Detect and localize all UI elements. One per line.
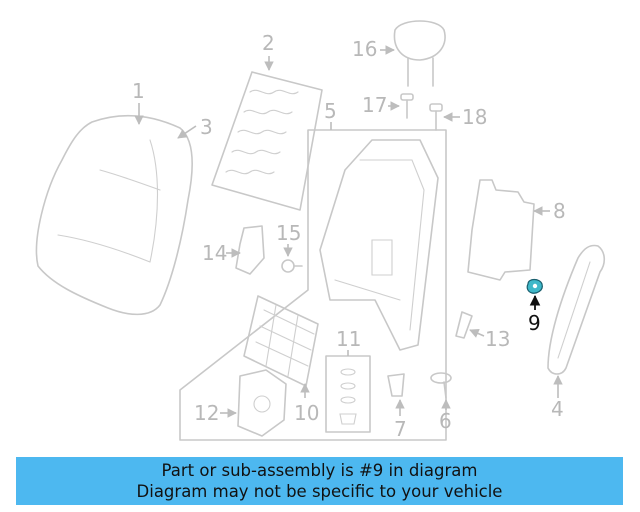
clip-part-7 xyxy=(387,373,405,397)
seat-back-frame xyxy=(319,139,439,351)
banner-line-1: Part or sub-assembly is #9 in diagram xyxy=(161,461,478,480)
banner-line-2: Diagram may not be specific to your vehi… xyxy=(136,482,503,501)
callout-5: 5 xyxy=(324,99,337,130)
svg-text:5: 5 xyxy=(324,99,337,123)
headrest-guide-18 xyxy=(429,103,443,131)
seat-heater-pad xyxy=(211,71,323,211)
mechanism-part-12 xyxy=(237,369,287,437)
svg-text:1: 1 xyxy=(132,79,145,103)
svg-text:11: 11 xyxy=(336,327,361,351)
callout-14: 14 xyxy=(202,241,241,265)
svg-text:14: 14 xyxy=(202,241,227,265)
spring-mat xyxy=(243,295,319,387)
info-banner: Part or sub-assembly is #9 in diagram Di… xyxy=(16,457,623,505)
headrest xyxy=(393,20,446,87)
svg-text:17: 17 xyxy=(362,93,387,117)
callout-2: 2 xyxy=(262,31,275,71)
svg-text:6: 6 xyxy=(439,409,452,433)
svg-text:12: 12 xyxy=(194,401,219,425)
svg-text:3: 3 xyxy=(200,115,213,139)
seat-back-cover xyxy=(35,114,193,316)
svg-text:8: 8 xyxy=(553,199,566,223)
callout-1: 1 xyxy=(132,79,145,125)
back-board xyxy=(467,179,535,281)
callout-11: 11 xyxy=(336,327,361,356)
callout-6: 6 xyxy=(439,399,452,433)
svg-text:10: 10 xyxy=(294,401,319,425)
svg-text:4: 4 xyxy=(551,397,564,421)
callout-9: 9 xyxy=(528,294,541,335)
side-trim xyxy=(547,244,606,375)
svg-text:16: 16 xyxy=(352,37,377,61)
svg-text:2: 2 xyxy=(262,31,275,55)
parts-diagram: 1 3 2 5 16 xyxy=(35,20,606,441)
callout-18: 18 xyxy=(443,105,487,129)
svg-text:9: 9 xyxy=(528,311,541,335)
callout-15: 15 xyxy=(276,221,301,257)
callout-13: 13 xyxy=(469,327,510,351)
svg-text:18: 18 xyxy=(462,105,487,129)
callout-3: 3 xyxy=(177,115,213,139)
bracket-part-14 xyxy=(235,225,265,275)
clip-part-9 xyxy=(526,278,543,294)
svg-text:13: 13 xyxy=(485,327,510,351)
callout-8: 8 xyxy=(533,199,566,223)
svg-text:7: 7 xyxy=(394,417,407,441)
fastener-kit xyxy=(325,355,371,433)
svg-text:15: 15 xyxy=(276,221,301,245)
callout-4: 4 xyxy=(551,375,564,421)
callout-17: 17 xyxy=(362,93,400,117)
headrest-guide-17 xyxy=(400,93,414,119)
callout-10: 10 xyxy=(294,383,319,425)
callout-16: 16 xyxy=(352,37,395,61)
clip-part-13 xyxy=(455,311,473,339)
callout-12: 12 xyxy=(194,401,237,425)
push-pin-part-6 xyxy=(430,372,452,399)
callout-7: 7 xyxy=(394,399,407,441)
frame-group-outline xyxy=(179,129,447,441)
fastener-part-15 xyxy=(281,259,303,273)
